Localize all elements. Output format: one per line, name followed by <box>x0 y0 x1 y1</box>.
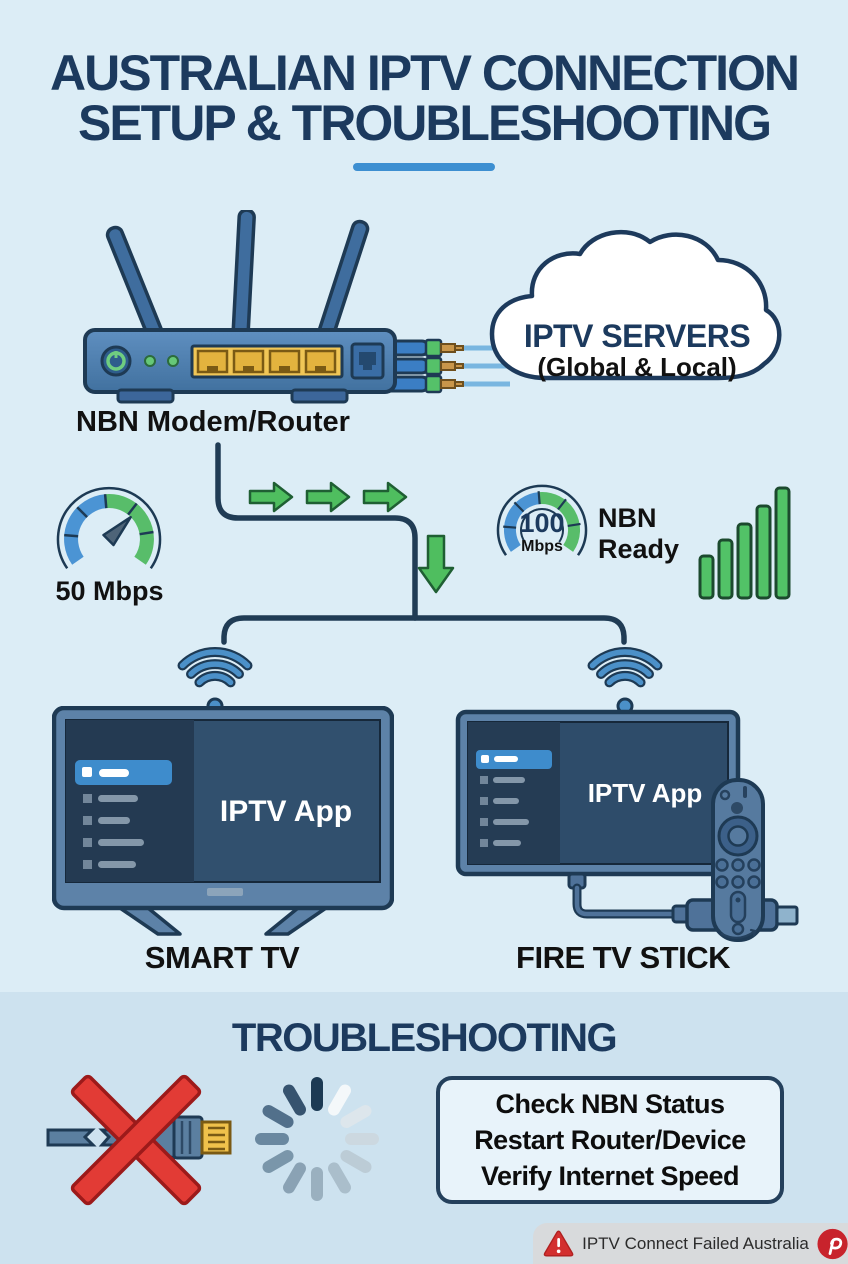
cloud-title: IPTV SERVERS <box>523 318 751 354</box>
cloud-icon <box>489 229 782 381</box>
fire-tv-app-label: IPTV App <box>587 778 703 808</box>
page-title: AUSTRALIAN IPTV CONNECTION SETUP & TROUB… <box>0 48 848 148</box>
troubleshooting-heading: TROUBLESHOOTING <box>231 1016 618 1060</box>
fire-tv-stick-icon <box>455 709 799 942</box>
title-underline-divider <box>353 163 495 171</box>
warning-icon <box>543 1230 574 1257</box>
troubleshooting-tips-box: Check NBN Status Restart Router/Device V… <box>436 1076 784 1204</box>
attribution-bar[interactable]: IPTV Connect Failed Australia <box>533 1223 848 1264</box>
smart-tv-app-label: IPTV App <box>219 795 353 828</box>
tip-verify-speed: Verify Internet Speed <box>480 1161 740 1191</box>
page-title-line2: SETUP & TROUBLESHOOTING <box>77 95 772 151</box>
nbn-gauge-value: 100 <box>519 508 565 538</box>
smart-tv-label: SMART TV <box>144 940 300 975</box>
remote-icon <box>711 778 765 942</box>
pinterest-icon[interactable] <box>817 1227 848 1261</box>
down-arrow-icon <box>417 534 455 594</box>
smart-tv-icon <box>52 706 394 936</box>
page-title-line1: AUSTRALIAN IPTV CONNECTION <box>50 45 800 101</box>
cloud-subtitle: (Global & Local) <box>537 352 737 382</box>
green-arrow-icon <box>248 481 455 594</box>
tip-restart-router: Restart Router/Device <box>474 1125 746 1155</box>
red-x-icon <box>70 1074 202 1206</box>
attribution-text: IPTV Connect Failed Australia <box>582 1233 809 1253</box>
fire-tv-label: FIRE TV STICK <box>516 940 730 975</box>
signal-bars-icon <box>698 486 791 600</box>
wifi-icon <box>587 647 663 715</box>
connection-flow-lines <box>215 442 627 645</box>
broken-cable-icon <box>46 1074 232 1206</box>
nbn-gauge-unit: Mbps <box>521 538 563 555</box>
speed-gauge-100-icon <box>496 484 588 556</box>
page-title-block: AUSTRALIAN IPTV CONNECTION SETUP & TROUB… <box>0 48 848 148</box>
nbn-ready-label: NBN Ready <box>598 503 680 564</box>
router-icon <box>83 210 510 404</box>
speed-gauge-50-icon <box>56 486 162 570</box>
tip-check-nbn-status: Check NBN Status <box>495 1089 725 1119</box>
router-label: NBN Modem/Router <box>76 406 350 438</box>
loading-spinner-icon <box>255 1077 379 1201</box>
local-speed-label: 50 Mbps <box>55 576 164 606</box>
